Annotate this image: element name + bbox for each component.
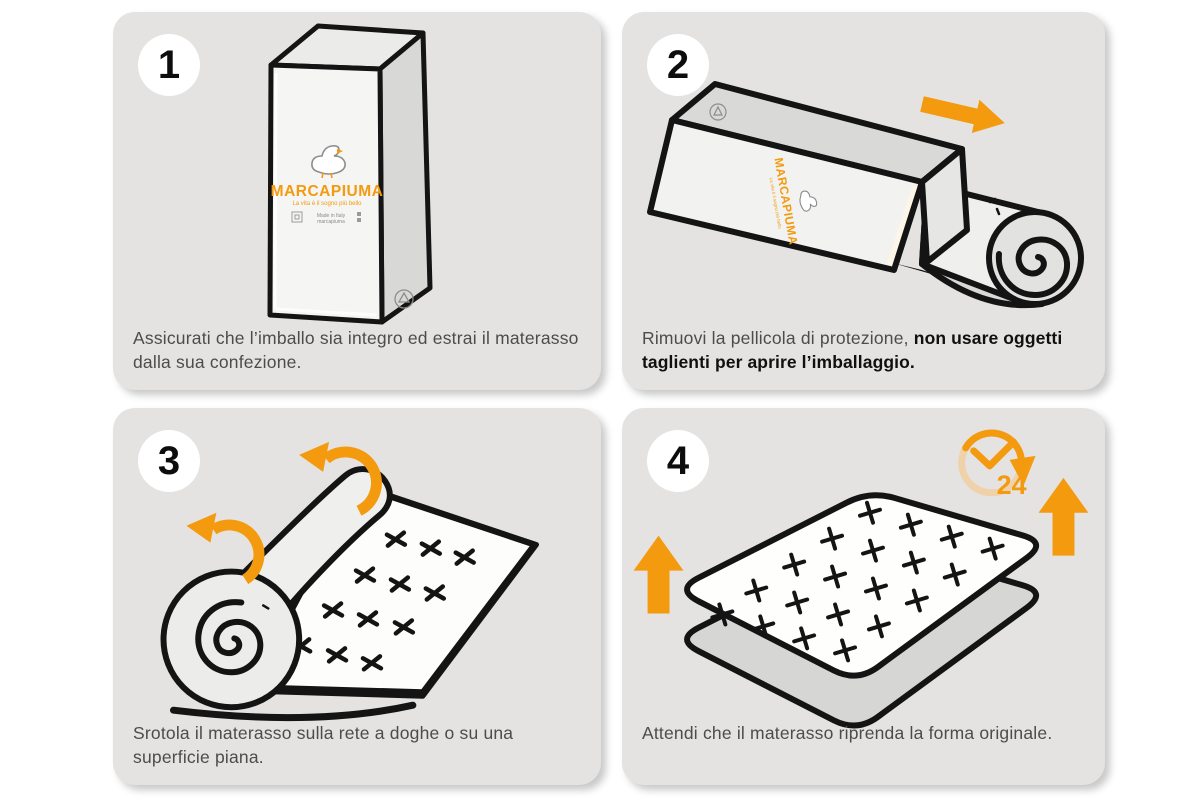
step1-caption: Assicurati che l’imballo sia integro ed … xyxy=(133,326,579,380)
qr-icon xyxy=(291,211,303,223)
step2-caption-text: Rimuovi la pellicola di protezione, xyxy=(642,328,914,348)
clock-24h-icon: 24 xyxy=(958,429,1036,500)
recycle-icon xyxy=(394,289,414,309)
pull-out-arrow-icon xyxy=(920,96,1005,133)
step4-panel: 4 xyxy=(622,408,1105,785)
goose-icon xyxy=(311,145,346,179)
step4-number-badge: 4 xyxy=(647,430,709,492)
step4-caption-text: Attendi che il materasso riprenda la for… xyxy=(642,723,1053,743)
step3-panel: 3 xyxy=(113,408,601,785)
brand-site: marcapiuma xyxy=(317,219,345,225)
step2-panel: 2 MARCAPIUMA xyxy=(622,12,1105,390)
step2-illustration: MARCAPIUMA La vita è il sogno più bello xyxy=(647,81,1084,309)
step4-caption: Attendi che il materasso riprenda la for… xyxy=(642,721,1083,775)
step1-caption-text: Assicurati che l’imballo sia integro ed … xyxy=(133,328,579,372)
step2-caption-bold: non usare oggetti taglienti per aprire l… xyxy=(642,328,1063,372)
clock-24-label: 24 xyxy=(997,470,1027,500)
instruction-grid: 1 MARCAPIUMA La xyxy=(113,12,1105,785)
brand-logo: MARCAPIUMA La vita è il sogno più bello … xyxy=(271,145,384,225)
step3-caption-text: Srotola il materasso sulla rete a doghe … xyxy=(133,723,514,767)
brand-tagline: La vita è il sogno più bello xyxy=(292,201,362,207)
step4-illustration: 24 xyxy=(633,429,1089,729)
step3-illustration xyxy=(160,441,540,722)
brand-name: MARCAPIUMA xyxy=(271,183,384,200)
brand-made-in: Made in Italy xyxy=(317,213,346,219)
unrolling-mattress xyxy=(160,466,540,722)
roll-spiral xyxy=(195,599,264,676)
roll-spiral xyxy=(995,236,1070,299)
step1-panel: 1 MARCAPIUMA La xyxy=(113,12,601,390)
step2-caption: Rimuovi la pellicola di protezione, non … xyxy=(642,326,1083,380)
box-highlight xyxy=(273,72,377,317)
step2-number-badge: 2 xyxy=(647,34,709,96)
expand-arrow-icons xyxy=(633,477,1089,614)
step3-number-badge: 3 xyxy=(138,430,200,492)
step1-number-badge: 1 xyxy=(138,34,200,96)
mattress-box-tilted xyxy=(647,81,970,273)
expanded-mattress xyxy=(684,492,1040,729)
mattress-box-upright xyxy=(267,23,433,325)
step3-caption: Srotola il materasso sulla rete a doghe … xyxy=(133,721,579,775)
step1-illustration: MARCAPIUMA La vita è il sogno più bello … xyxy=(267,23,433,325)
recycle-icon xyxy=(709,103,727,121)
unroll-arrow-icons xyxy=(186,441,382,585)
